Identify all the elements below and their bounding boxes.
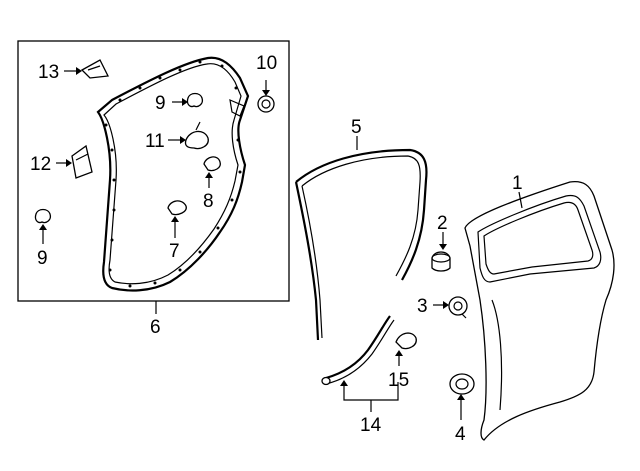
part-7-clip: [167, 200, 187, 216]
part-3-retainer: [448, 296, 468, 319]
weatherstrip-clips: [104, 60, 242, 288]
part-11-grommet: [184, 121, 209, 150]
part-9-clip-lower: [34, 208, 52, 224]
label-5: 5: [351, 117, 362, 138]
part-10-plug: [257, 95, 275, 113]
label-11: 11: [145, 131, 165, 152]
arrowheads: [39, 67, 465, 400]
label-2: 2: [437, 213, 448, 234]
part-15-clip: [395, 332, 417, 350]
label-9-lower: 9: [37, 248, 48, 269]
part-12-pad: [71, 144, 93, 179]
label-4: 4: [455, 424, 466, 445]
part-9-clip-upper: [186, 92, 204, 108]
part-13-bracket: [80, 59, 109, 79]
label-12: 12: [30, 154, 51, 175]
label-10: 10: [256, 53, 277, 74]
label-6: 6: [150, 317, 161, 338]
part-2-bumper: [431, 251, 451, 272]
label-7: 7: [169, 241, 180, 262]
part-5-opening-weatherstrip: [294, 148, 428, 341]
part-8-clip: [203, 156, 221, 172]
label-14: 14: [360, 415, 382, 436]
label-8: 8: [203, 191, 214, 212]
label-3: 3: [417, 296, 428, 317]
leader-lines: [42, 70, 523, 420]
label-9-upper: 9: [155, 93, 166, 114]
door-weatherstrip: [96, 56, 250, 292]
label-13: 13: [38, 62, 59, 83]
label-1: 1: [512, 173, 523, 194]
label-15: 15: [388, 370, 409, 391]
part-1-rear-door-shell: [464, 180, 615, 441]
part-4-plug: [449, 373, 475, 395]
inset-frame: [17, 40, 290, 302]
part-14-lower-seal: [321, 315, 395, 386]
